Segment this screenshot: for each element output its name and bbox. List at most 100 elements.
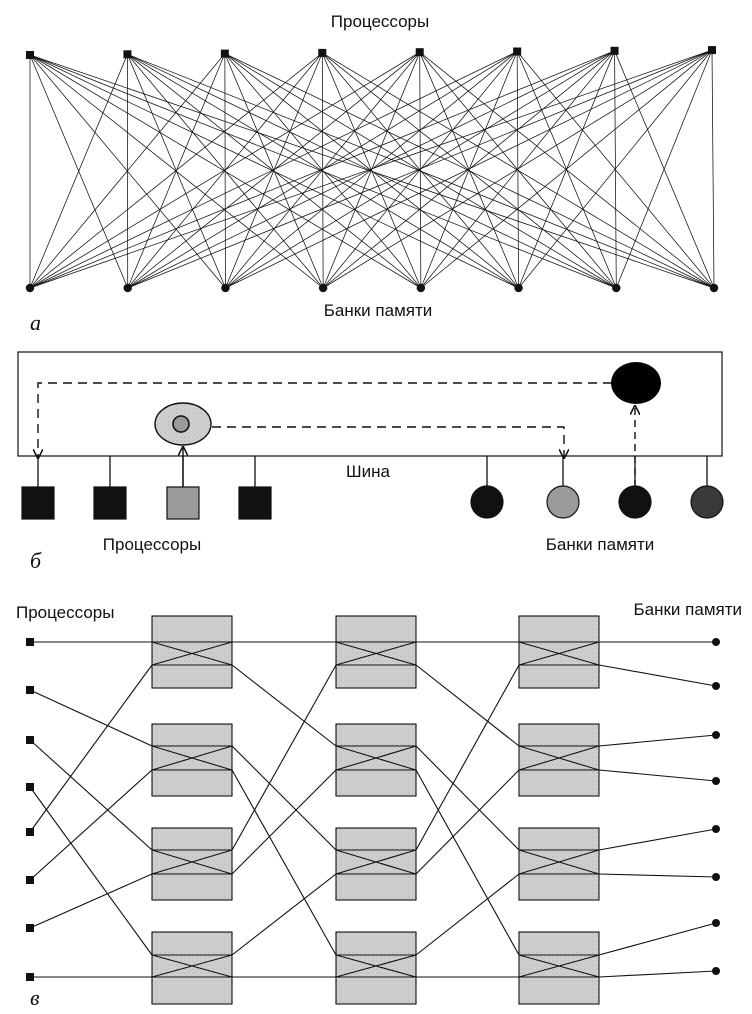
processor-node: [708, 46, 716, 55]
memory-node: [712, 731, 720, 739]
shuffle-link: [415, 873, 520, 956]
memory-node: [123, 283, 132, 293]
active-processor: [166, 486, 200, 520]
processor-node: [26, 876, 34, 884]
output-link: [598, 734, 717, 747]
bus-label: Шина: [346, 462, 390, 481]
memory-node: [221, 283, 230, 293]
switch-cross: [518, 849, 600, 875]
shuffle-link: [29, 689, 153, 747]
memory-node: [712, 777, 720, 785]
output-link: [598, 828, 717, 851]
processor-node: [123, 50, 132, 59]
shuffle-link: [231, 769, 337, 956]
memory-node: [612, 283, 621, 293]
shuffle-link: [29, 769, 153, 881]
memory-node: [712, 919, 720, 927]
switch-cross: [151, 954, 233, 978]
shuffle-link: [231, 664, 337, 851]
panel-c-switches: [151, 615, 600, 1005]
panel-b-letter: б: [30, 548, 42, 573]
bus-frame: [17, 351, 723, 457]
crossbar-link: [711, 50, 715, 289]
switch-box: [151, 723, 233, 797]
switch-box: [335, 827, 417, 901]
panel-a: Процессоры Банки памяти а: [25, 12, 719, 335]
processor-node: [26, 924, 34, 932]
panel-c-endpoints: [26, 638, 720, 981]
processor-node: [21, 486, 55, 520]
switch-cross: [518, 745, 600, 771]
memory-node: [618, 485, 652, 519]
crossbar-link: [29, 51, 518, 289]
memory-node: [318, 283, 328, 293]
panel-a-connections: [29, 49, 715, 289]
processor-node: [610, 46, 619, 55]
shuffle-link: [415, 745, 520, 851]
processor-node: [26, 783, 34, 791]
processor-node: [318, 48, 327, 57]
panel-a-memory-banks: [25, 283, 719, 293]
shuffle-link: [29, 739, 153, 851]
processor-node: [26, 973, 34, 981]
shuffle-link: [29, 873, 153, 929]
processor-node: [220, 49, 229, 58]
panel-a-processors: [26, 46, 716, 59]
processor-node: [26, 686, 34, 694]
panel-b-processors-label: Процессоры: [103, 535, 201, 554]
panel-c-processors-label: Процессоры: [16, 603, 114, 622]
processor-node: [513, 47, 522, 56]
panel-b-nodes: [21, 456, 724, 520]
panel-c: Процессоры Банки памяти в: [16, 600, 742, 1010]
processor-node: [26, 51, 34, 59]
switch-cross: [335, 641, 417, 666]
shuffle-link: [415, 769, 520, 956]
switch-box: [518, 931, 600, 1005]
active-memory-bank: [546, 485, 580, 519]
output-link: [598, 664, 717, 687]
output-link: [598, 970, 717, 978]
crossbar-link: [518, 49, 713, 289]
shuffle-link: [231, 769, 337, 875]
switch-cross: [518, 954, 600, 978]
crossbar-link: [615, 49, 713, 289]
shuffle-link: [415, 664, 520, 747]
panel-c-letter: в: [30, 985, 40, 1010]
crossbar-link: [29, 52, 323, 289]
switch-cross: [335, 954, 417, 978]
memory-node: [416, 283, 426, 293]
switch-box: [151, 615, 233, 689]
switch-box: [335, 723, 417, 797]
processor-node: [415, 48, 424, 57]
panel-a-processors-label: Процессоры: [331, 12, 429, 31]
output-link: [598, 922, 717, 956]
switch-cross: [151, 641, 233, 666]
shuffle-link: [231, 664, 337, 747]
panel-c-memory-label: Банки памяти: [634, 600, 743, 619]
output-link: [598, 873, 717, 878]
panel-b-memory-label: Банки памяти: [546, 535, 655, 554]
switch-cross: [151, 745, 233, 771]
crossbar-link: [225, 49, 713, 289]
memory-node: [712, 967, 720, 975]
switch-box: [335, 615, 417, 689]
shuffle-link: [231, 873, 337, 956]
panel-a-memory-label: Банки памяти: [324, 301, 433, 320]
output-link: [598, 769, 717, 782]
switch-cross: [151, 849, 233, 875]
crossbar-link: [225, 50, 615, 289]
panel-b: Шина Процессоры Банки памяти б: [17, 351, 724, 573]
shuffle-link: [29, 664, 153, 833]
memory-node: [470, 485, 504, 519]
crossbar-link: [29, 50, 615, 289]
crossbar-link: [322, 50, 615, 289]
switch-cross: [518, 641, 600, 666]
request-token-core: [172, 415, 190, 433]
processor-node: [93, 486, 127, 520]
response-token: [611, 362, 661, 404]
switch-cross: [335, 849, 417, 875]
switch-cross: [335, 745, 417, 771]
bus-path-memory-to-processor: [38, 382, 612, 458]
processor-node: [26, 638, 34, 646]
crossbar-link: [127, 50, 615, 289]
